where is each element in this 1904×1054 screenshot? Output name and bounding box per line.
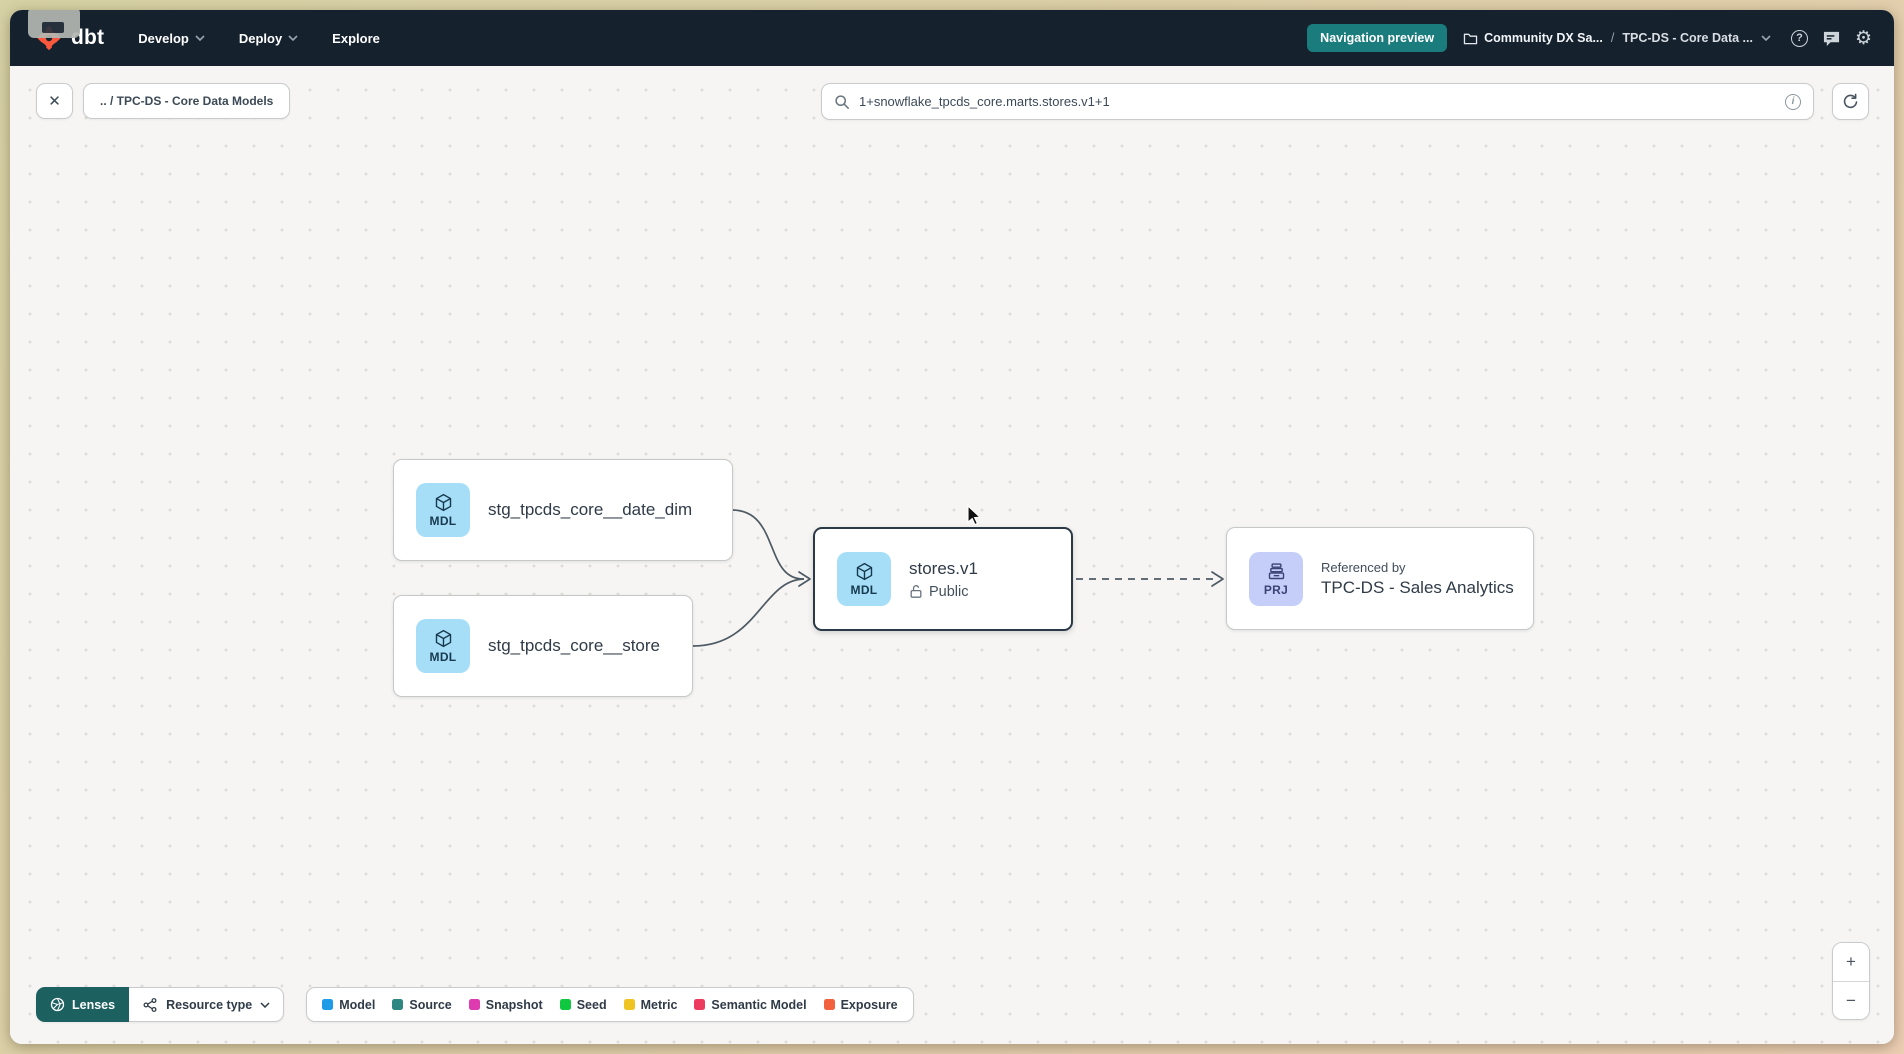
cube-icon: [435, 493, 451, 512]
node-access: Public: [909, 584, 978, 600]
unlock-icon: [910, 585, 922, 598]
lineage-canvas[interactable]: ✕ .. / TPC-DS - Core Data Models i: [10, 66, 1894, 1044]
legend-item-metric: Metric: [623, 997, 678, 1012]
menu-deploy-label: Deploy: [238, 30, 283, 46]
node-label: stg_tpcds_core__store: [488, 636, 660, 655]
legend-swatch: [559, 999, 571, 1010]
refresh-lineage-button[interactable]: [1832, 83, 1869, 120]
node-referenced-by-sales-analytics[interactable]: PRJ Referenced by TPC-DS - Sales Analyti…: [1226, 527, 1534, 630]
resource-graph-icon: [143, 997, 157, 1012]
legend-swatch: [823, 999, 835, 1010]
node-stg-tpcds-core-store[interactable]: MDL stg_tpcds_core__store: [393, 595, 693, 697]
chevron-down-icon: [195, 35, 205, 41]
feedback-chat-icon[interactable]: [1822, 30, 1841, 47]
menu-develop-label: Develop: [138, 30, 189, 46]
node-label: TPC-DS - Sales Analytics: [1321, 577, 1514, 597]
screen-capture-artifact: [28, 10, 80, 38]
badge-label: MDL: [850, 583, 878, 597]
resource-type-label: Resource type: [166, 997, 253, 1012]
folder-icon: [1463, 33, 1478, 44]
main-menu: Develop Deploy Explore: [138, 31, 380, 46]
breadcrumb-account[interactable]: Community DX Sa...: [1463, 31, 1603, 45]
node-stores-v1[interactable]: MDL stores.v1 Public: [813, 527, 1073, 631]
close-lineage-button[interactable]: ✕: [36, 83, 73, 119]
project-badge: PRJ: [1249, 551, 1303, 606]
legend-label: Model: [339, 997, 376, 1012]
node-label: stg_tpcds_core__date_dim: [488, 500, 693, 519]
lens-icon: [50, 997, 65, 1012]
breadcrumb-separator: /: [1610, 31, 1615, 45]
breadcrumb: Community DX Sa... / TPC-DS - Core Data …: [1463, 31, 1771, 45]
resource-type-dropdown[interactable]: Resource type: [129, 987, 285, 1022]
model-badge: MDL: [416, 483, 470, 537]
lineage-search-bar: i: [821, 83, 1814, 120]
screen-capture-artifact-inner: [42, 22, 64, 33]
refresh-icon: [1843, 93, 1858, 109]
legend-item-source: Source: [392, 997, 452, 1012]
lineage-breadcrumb-chip[interactable]: .. / TPC-DS - Core Data Models: [83, 83, 291, 119]
navigation-preview-badge[interactable]: Navigation preview: [1307, 24, 1448, 52]
resource-type-legend: Model Source Snapshot Seed Metric: [306, 987, 914, 1022]
badge-label: MDL: [429, 514, 457, 528]
help-icon[interactable]: ?: [1790, 29, 1808, 47]
chevron-down-icon[interactable]: [1761, 35, 1771, 41]
legend-label: Seed: [576, 997, 607, 1012]
cube-icon: [856, 562, 872, 581]
lenses-button[interactable]: Lenses: [36, 987, 130, 1022]
badge-label: MDL: [429, 650, 457, 664]
legend-label: Semantic Model: [711, 997, 807, 1012]
legend-swatch: [623, 999, 635, 1010]
canvas-footer-controls: Lenses Resource type Model: [36, 987, 914, 1022]
legend-swatch: [392, 999, 404, 1010]
menu-explore-label: Explore: [332, 30, 380, 46]
menu-develop[interactable]: Develop: [138, 31, 205, 46]
navbar-right: Navigation preview Community DX Sa... / …: [1307, 24, 1872, 52]
node-stg-tpcds-core-date-dim[interactable]: MDL stg_tpcds_core__date_dim: [393, 459, 733, 561]
cube-icon: [435, 629, 451, 648]
chevron-down-icon: [260, 1001, 270, 1008]
legend-item-exposure: Exposure: [823, 997, 898, 1012]
legend-swatch: [694, 999, 706, 1010]
navbar-icon-group: ? ⚙: [1790, 27, 1872, 49]
selector-search-input[interactable]: [859, 94, 1776, 109]
node-access-label: Public: [929, 583, 969, 600]
legend-item-semantic-model: Semantic Model: [694, 997, 807, 1012]
legend-label: Source: [409, 997, 452, 1012]
legend-item-seed: Seed: [559, 997, 607, 1012]
model-badge: MDL: [416, 619, 470, 673]
app-window: dbt Develop Deploy Explore Navigation pr…: [10, 10, 1894, 1044]
node-label: stores.v1: [909, 558, 978, 578]
top-navbar: dbt Develop Deploy Explore Navigation pr…: [10, 10, 1894, 66]
legend-swatch: [468, 999, 480, 1010]
search-icon: [835, 94, 849, 109]
breadcrumb-account-label: Community DX Sa...: [1484, 31, 1603, 45]
zoom-in-button[interactable]: +: [1833, 943, 1869, 981]
legend-swatch: [322, 999, 334, 1010]
zoom-out-button[interactable]: −: [1833, 981, 1869, 1019]
legend-item-snapshot: Snapshot: [468, 997, 543, 1012]
menu-explore[interactable]: Explore: [332, 31, 380, 46]
zoom-controls: + −: [1832, 942, 1870, 1020]
chevron-down-icon: [288, 35, 298, 41]
menu-deploy[interactable]: Deploy: [239, 31, 298, 46]
badge-label: PRJ: [1263, 582, 1289, 597]
legend-label: Exposure: [840, 997, 898, 1012]
legend-label: Snapshot: [485, 997, 543, 1012]
view-controls-group: Lenses Resource type: [36, 987, 285, 1022]
model-badge: MDL: [837, 552, 891, 606]
info-icon[interactable]: i: [1785, 93, 1801, 110]
node-kicker: Referenced by: [1321, 559, 1406, 575]
lenses-button-label: Lenses: [72, 997, 116, 1012]
legend-item-model: Model: [322, 998, 375, 1012]
gear-icon[interactable]: ⚙: [1854, 27, 1872, 49]
legend-label: Metric: [640, 997, 678, 1012]
project-stack-icon: [1268, 562, 1284, 579]
breadcrumb-project[interactable]: TPC-DS - Core Data ...: [1622, 31, 1753, 45]
